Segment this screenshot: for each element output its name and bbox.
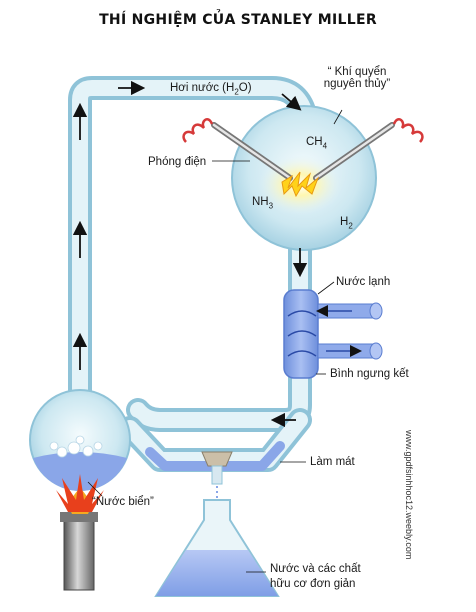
drain-tap	[201, 451, 233, 500]
burner	[56, 474, 104, 591]
label-atmosphere: “ Khí quyển nguyên thủy”	[323, 66, 391, 90]
label-cooling: Làm mát	[310, 456, 355, 468]
right-coil-icon	[392, 118, 424, 143]
label-h2: H2	[340, 216, 353, 231]
label-ch4: CH4	[306, 136, 328, 151]
label-cold-water: Nước lạnh	[336, 276, 391, 288]
collection-flask	[154, 499, 280, 597]
label-nh3: NH3	[252, 196, 274, 211]
watermark: www.gpdfsinhhoc12.weebly.com	[404, 430, 414, 560]
left-coil-icon	[182, 118, 214, 143]
label-discharge: Phóng điện	[148, 156, 207, 168]
condenser	[283, 289, 383, 379]
label-product: Nước và các chất hữu cơ đơn giản	[270, 563, 361, 590]
flow-arrows	[72, 80, 302, 428]
electrodes	[211, 122, 395, 181]
page-title: THÍ NGHIỆM CỦA STANLEY MILLER	[99, 12, 377, 28]
label-condenser: Bình ngưng kết	[330, 368, 409, 380]
label-seawater: “Nước biển”	[92, 496, 154, 508]
atmosphere-flask	[231, 105, 377, 251]
leader-lines	[87, 109, 343, 573]
label-vapor: Hơi nước (H2O)	[170, 82, 252, 97]
sea-flask	[29, 389, 131, 491]
spark-icon	[281, 171, 320, 198]
